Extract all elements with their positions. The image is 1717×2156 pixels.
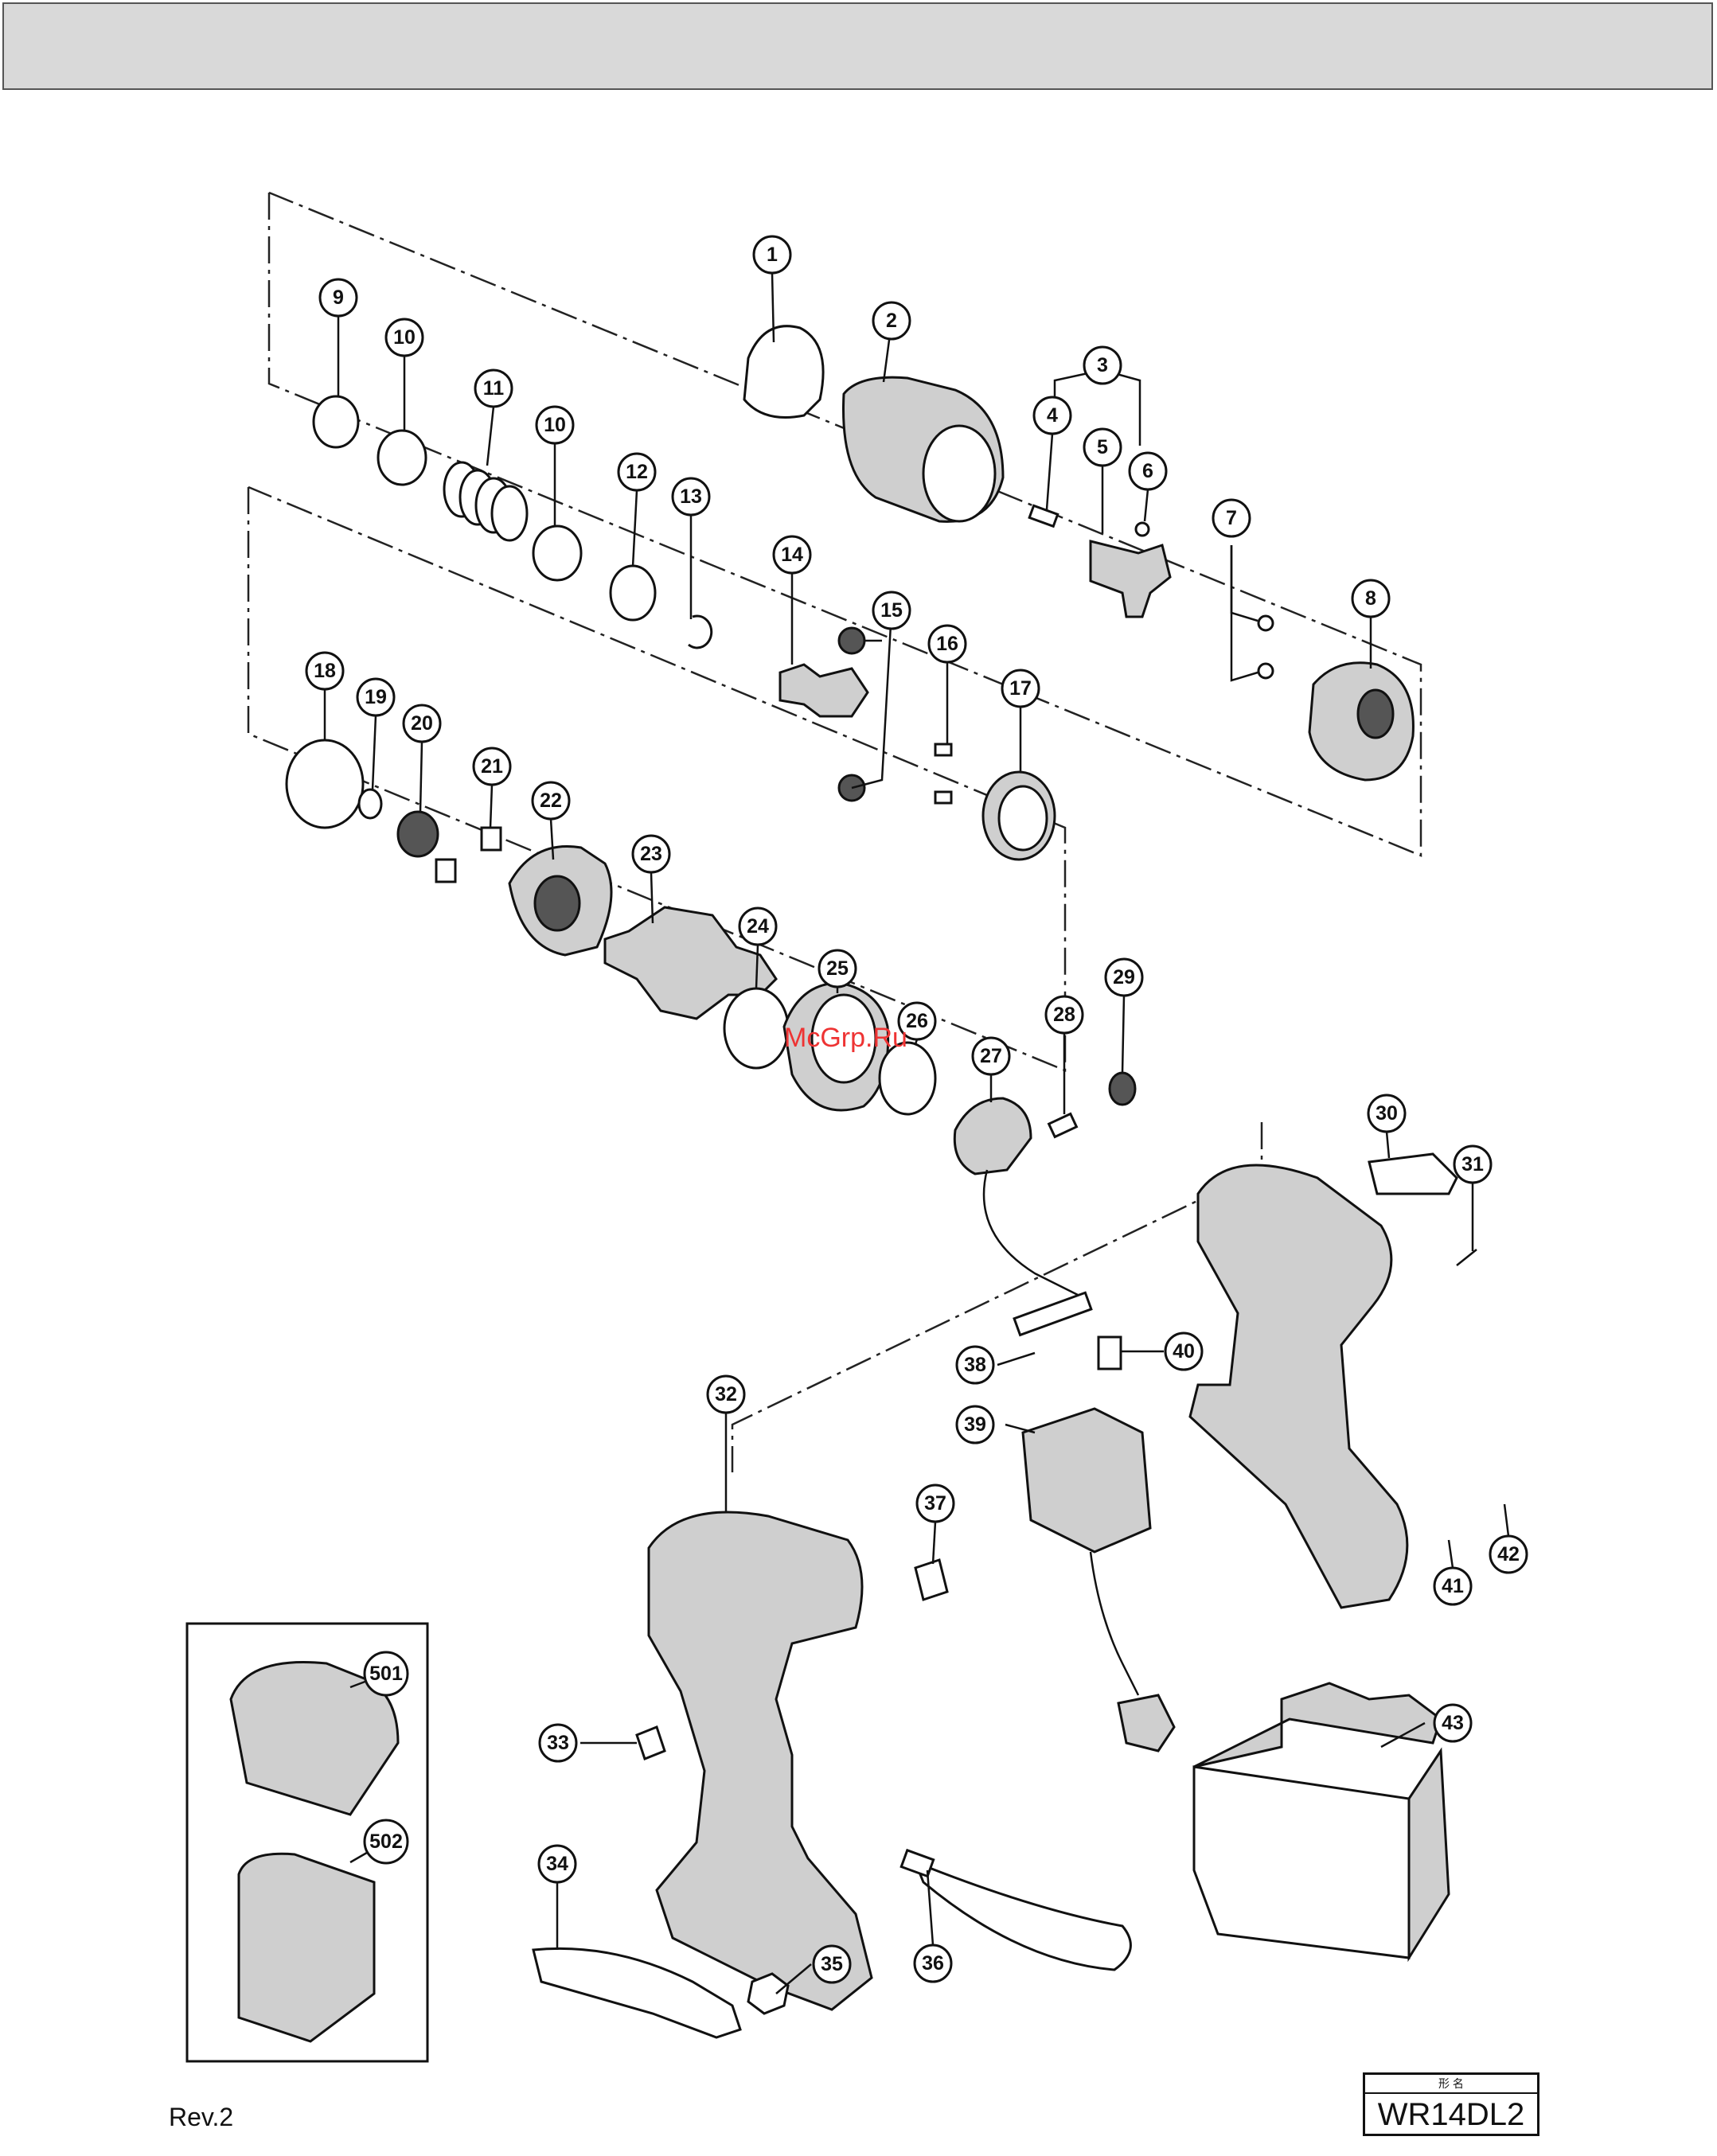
svg-text:14: 14 [781, 544, 803, 566]
callout-42: 42 [1490, 1536, 1527, 1573]
svg-text:24: 24 [747, 915, 769, 938]
callout-22: 22 [533, 782, 569, 819]
callout-23: 23 [633, 836, 669, 872]
svg-text:15: 15 [880, 599, 903, 622]
svg-text:1: 1 [767, 244, 778, 266]
callout-36: 36 [915, 1945, 951, 1982]
svg-text:40: 40 [1173, 1340, 1195, 1363]
callout-40: 40 [1165, 1333, 1202, 1370]
callout-16: 16 [929, 626, 966, 662]
svg-text:2: 2 [886, 310, 897, 332]
callout-31: 31 [1454, 1146, 1491, 1183]
svg-text:34: 34 [546, 1853, 568, 1875]
svg-text:30: 30 [1376, 1102, 1398, 1125]
callout-6: 6 [1130, 453, 1166, 489]
svg-text:4: 4 [1047, 404, 1058, 427]
callout-35: 35 [814, 1946, 850, 1983]
svg-text:13: 13 [680, 485, 702, 508]
svg-text:6: 6 [1142, 460, 1153, 482]
callout-12: 12 [619, 454, 655, 490]
svg-text:502: 502 [369, 1830, 403, 1853]
callout-21: 21 [474, 748, 510, 785]
svg-text:36: 36 [922, 1952, 944, 1975]
callout-25: 25 [819, 950, 856, 987]
svg-text:39: 39 [964, 1413, 986, 1436]
svg-text:501: 501 [369, 1663, 403, 1685]
svg-text:26: 26 [906, 1010, 928, 1032]
svg-text:38: 38 [964, 1354, 986, 1376]
svg-text:20: 20 [411, 712, 433, 735]
callout-14: 14 [774, 536, 810, 573]
svg-text:37: 37 [924, 1492, 946, 1515]
svg-text:9: 9 [333, 287, 344, 309]
model-name: WR14DL2 [1365, 2094, 1537, 2135]
callout-502: 502 [365, 1820, 408, 1863]
revision-label: Rev.2 [169, 2103, 233, 2132]
callout-501: 501 [365, 1652, 408, 1695]
callout-17: 17 [1002, 670, 1039, 707]
svg-text:31: 31 [1461, 1153, 1484, 1175]
callout-30: 30 [1368, 1095, 1405, 1132]
watermark: McGrp.Ru [784, 1023, 907, 1054]
svg-text:19: 19 [365, 686, 387, 708]
svg-text:27: 27 [980, 1045, 1002, 1067]
spring-coils [444, 462, 527, 540]
svg-text:43: 43 [1442, 1712, 1464, 1734]
callout-34: 34 [539, 1846, 576, 1882]
callout-5: 5 [1084, 429, 1121, 466]
svg-text:29: 29 [1113, 966, 1135, 988]
callout-9: 9 [320, 279, 357, 316]
callout-18: 18 [306, 653, 343, 689]
callout-3: 3 [1084, 347, 1121, 384]
part-shapes [187, 326, 1477, 2061]
model-caption: 形 名 [1365, 2075, 1537, 2094]
callout-1: 1 [754, 236, 790, 273]
callout-24: 24 [739, 908, 776, 945]
svg-text:10: 10 [544, 414, 566, 436]
model-box: 形 名 WR14DL2 [1363, 2072, 1539, 2136]
svg-text:32: 32 [715, 1383, 737, 1405]
svg-text:11: 11 [483, 377, 505, 400]
svg-text:8: 8 [1365, 587, 1376, 610]
svg-text:7: 7 [1226, 507, 1237, 529]
callout-33: 33 [540, 1725, 576, 1761]
svg-text:18: 18 [314, 660, 336, 682]
callout-43: 43 [1434, 1705, 1471, 1741]
svg-text:3: 3 [1097, 354, 1108, 376]
callout-11: 11 [475, 370, 512, 407]
callout-39: 39 [957, 1406, 993, 1443]
svg-text:35: 35 [821, 1953, 843, 1975]
callout-15: 15 [873, 592, 910, 629]
svg-text:22: 22 [540, 789, 562, 812]
callout-2: 2 [873, 302, 910, 339]
callout-7: 7 [1213, 500, 1250, 536]
svg-text:10: 10 [393, 326, 416, 349]
callout-28: 28 [1046, 996, 1083, 1033]
svg-text:21: 21 [481, 755, 503, 778]
svg-text:25: 25 [826, 957, 849, 980]
svg-text:33: 33 [547, 1732, 569, 1754]
callout-29: 29 [1106, 959, 1142, 996]
callout-32: 32 [708, 1376, 744, 1413]
callout-20: 20 [404, 705, 440, 742]
svg-text:17: 17 [1009, 677, 1032, 700]
callout-10b: 10 [537, 407, 573, 443]
svg-text:16: 16 [936, 633, 958, 655]
svg-text:28: 28 [1053, 1004, 1075, 1026]
callout-4: 4 [1034, 397, 1071, 434]
callout-41: 41 [1434, 1568, 1471, 1604]
callout-37: 37 [917, 1485, 954, 1522]
svg-text:23: 23 [640, 843, 662, 865]
callout-13: 13 [673, 478, 709, 515]
svg-text:42: 42 [1497, 1543, 1520, 1565]
callout-38: 38 [957, 1347, 993, 1383]
svg-text:12: 12 [626, 461, 648, 483]
callout-10a: 10 [386, 319, 423, 356]
svg-text:5: 5 [1097, 436, 1108, 458]
callout-19: 19 [357, 679, 394, 715]
callout-8: 8 [1352, 580, 1389, 617]
callout-27: 27 [973, 1038, 1009, 1074]
svg-text:41: 41 [1442, 1575, 1464, 1597]
